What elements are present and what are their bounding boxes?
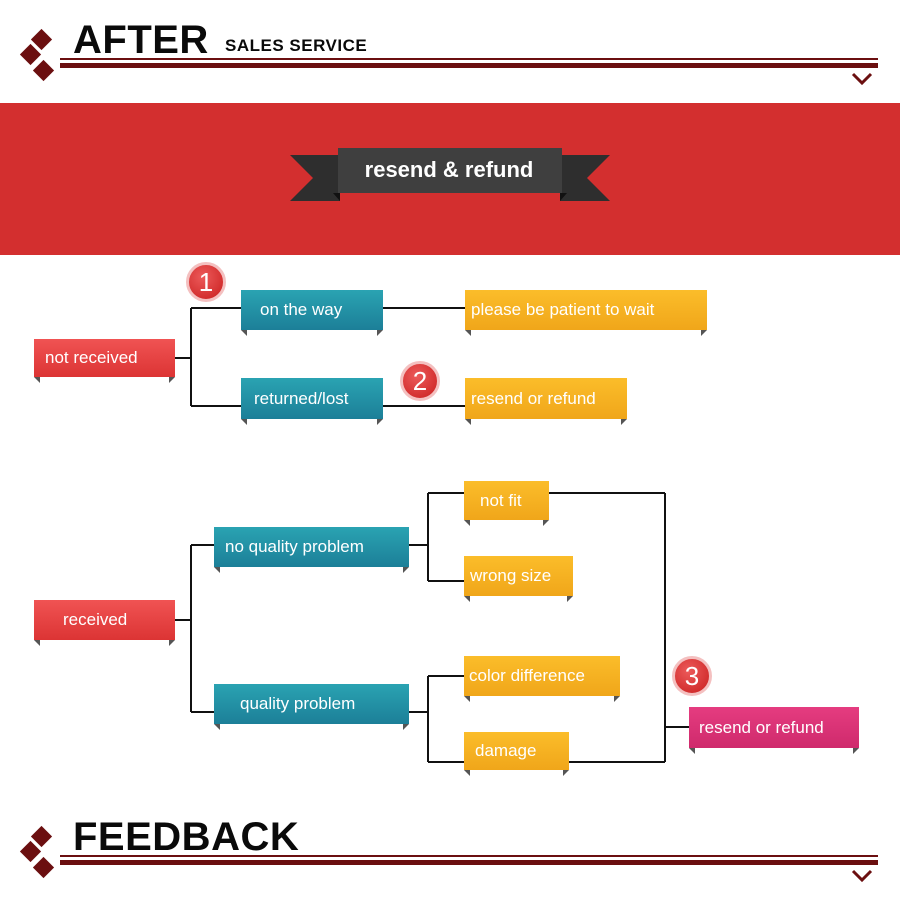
node-label: returned/lost (254, 388, 349, 408)
node-label: not received (45, 348, 138, 367)
node-resend-refund-1: resend or refund (465, 378, 627, 425)
chevron-down-icon (851, 72, 873, 86)
node-received: received (34, 600, 175, 646)
number-badge-icon: 3 (672, 656, 712, 696)
node-not-fit: not fit (464, 481, 549, 526)
node-on-the-way: on the way (241, 290, 383, 336)
header-title: FEEDBACK (73, 815, 300, 859)
header-title: AFTER (73, 18, 209, 62)
node-label: resend or refund (471, 388, 596, 408)
node-please-wait: please be patient to wait (465, 290, 707, 336)
node-label: on the way (260, 300, 343, 319)
node-label: damage (475, 741, 537, 760)
header-rule (60, 855, 878, 857)
header-rule (60, 63, 878, 68)
node-wrong-size: wrong size (464, 556, 573, 602)
header-rule (60, 58, 878, 60)
node-label: quality problem (240, 694, 356, 713)
node-not-received: not received (34, 339, 175, 383)
node-returned-lost: returned/lost (241, 378, 383, 425)
node-label: wrong size (470, 566, 552, 585)
node-label: received (63, 610, 128, 629)
header-rule (60, 860, 878, 865)
node-color-difference: color difference (464, 656, 620, 702)
ribbon-shape (290, 148, 610, 201)
node-label: no quality problem (225, 537, 364, 556)
node-label: please be patient to wait (471, 300, 655, 319)
node-label: resend or refund (699, 717, 824, 737)
number-badge-icon: 1 (186, 262, 226, 302)
header-subtitle: SALES SERVICE (225, 36, 368, 55)
banner-label: resend & refund (364, 157, 534, 182)
node-no-quality-problem: no quality problem (214, 527, 409, 573)
number-badge-icon: 2 (400, 361, 440, 401)
node-quality-problem: quality problem (214, 684, 409, 730)
node-resend-refund-2: resend or refund (689, 707, 859, 754)
chevron-down-icon (851, 869, 873, 883)
node-damage: damage (464, 732, 569, 776)
node-label: color difference (469, 666, 585, 685)
node-label: not fit (480, 490, 522, 510)
